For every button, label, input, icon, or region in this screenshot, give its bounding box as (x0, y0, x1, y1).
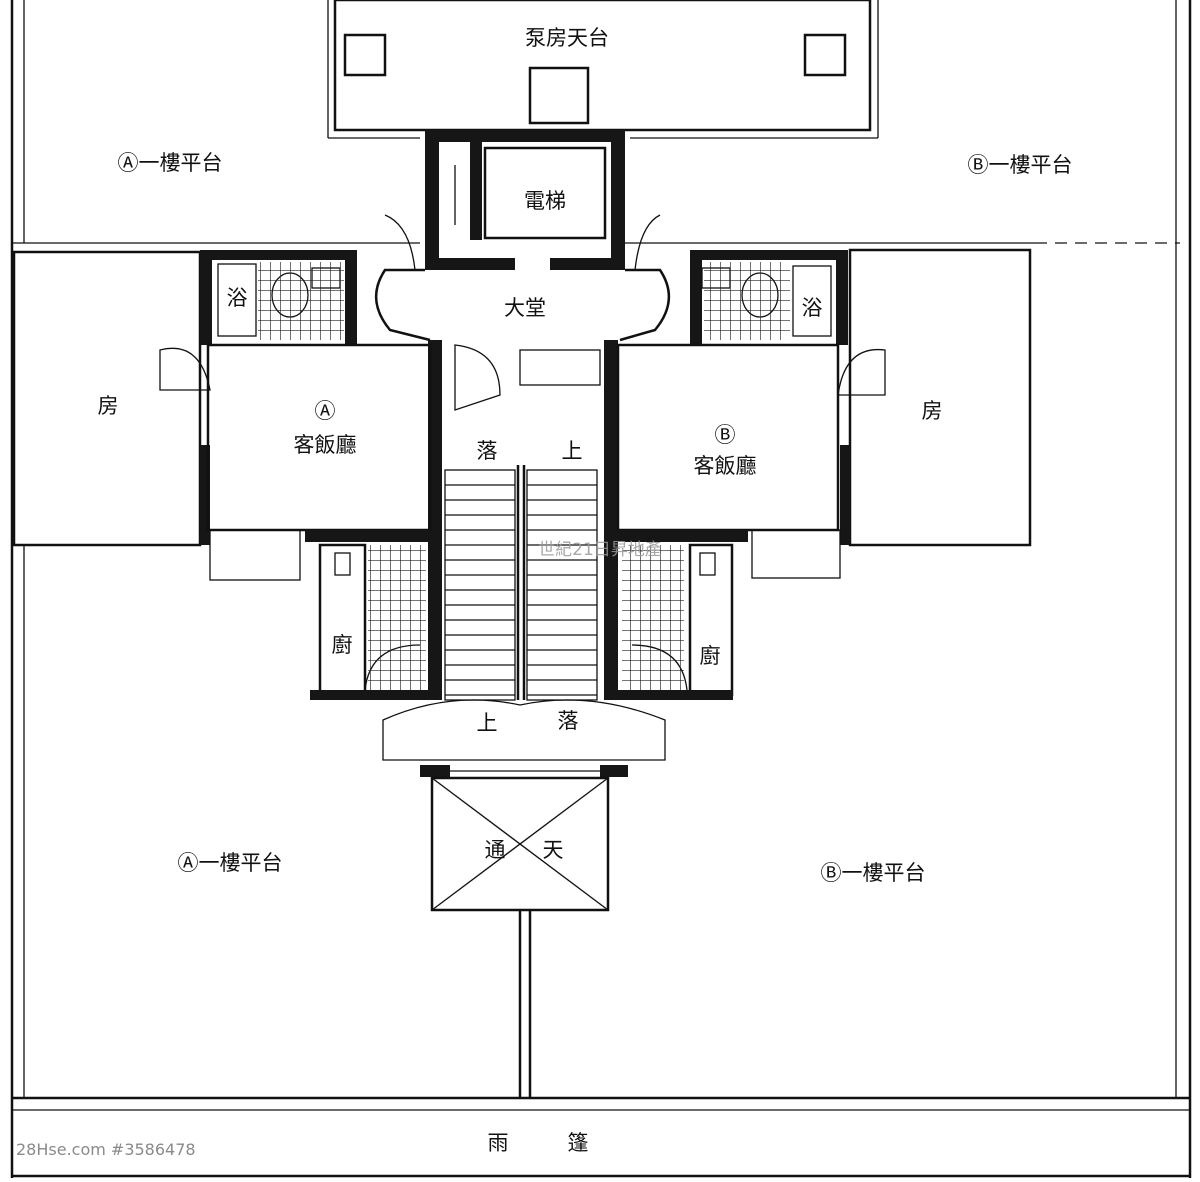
unit-a (12, 250, 432, 700)
label-kitchen-b: 廚 (700, 644, 721, 668)
label-kitchen-a: 廚 (332, 633, 353, 657)
label-lightwell-right: 天 (543, 838, 564, 862)
label-living-dining-b: 客飯廳 (694, 454, 757, 478)
label-bath-b: 浴 (802, 296, 823, 320)
label-elevator: 電梯 (524, 189, 566, 213)
elevator-core (425, 130, 625, 270)
label-bath-a: 浴 (227, 286, 248, 310)
label-platform-a-top: Ⓐ一樓平台 (118, 151, 223, 175)
label-stair-down-top: 落 (477, 439, 498, 463)
label-lobby: 大堂 (504, 296, 546, 320)
label-platform-a-bottom: Ⓐ一樓平台 (178, 851, 283, 875)
unit-b (616, 248, 1032, 700)
outer-boundary (10, 0, 1192, 1178)
label-canopy-right: 篷 (568, 1131, 589, 1155)
lightwell (430, 776, 610, 912)
label-lightwell-left: 通 (485, 838, 506, 862)
label-room-b: 房 (922, 399, 943, 423)
label-platform-b-bottom: Ⓑ一樓平台 (821, 861, 926, 885)
watermark-site: 28Hse.com #3586478 (16, 1140, 196, 1159)
label-platform-b-top: Ⓑ一樓平台 (968, 153, 1073, 177)
lobby (374, 214, 671, 411)
label-stair-up-top: 上 (562, 439, 583, 463)
label-unit-a-marker: Ⓐ (315, 399, 336, 423)
watermark-agency: 世紀21日昇地產 (538, 540, 662, 560)
label-living-dining-a: 客飯廳 (294, 433, 357, 457)
label-canopy-left: 雨 (488, 1131, 509, 1155)
label-stair-up-bottom: 上 (477, 711, 498, 735)
label-pump-room-roof: 泵房天台 (525, 26, 609, 50)
label-unit-b-marker: Ⓑ (715, 423, 736, 447)
label-room-a: 房 (98, 394, 119, 418)
label-stair-down-bottom: 落 (558, 709, 579, 733)
pump-room-roof (327, 0, 879, 139)
stair-core (382, 340, 666, 777)
